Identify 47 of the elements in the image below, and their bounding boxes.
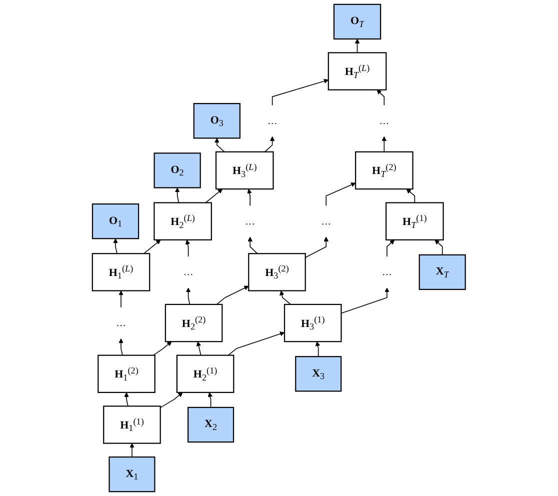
arrow — [386, 240, 395, 257]
node-text: … — [379, 115, 390, 126]
arrow — [228, 332, 285, 356]
arrow — [118, 290, 124, 308]
arrow — [305, 236, 329, 258]
arrow — [316, 341, 320, 357]
arrow — [214, 138, 225, 152]
node-box: X$_{2}$ — [188, 406, 234, 443]
arrow — [326, 182, 356, 206]
arrow — [406, 188, 416, 204]
node-box: O$_{T}$ — [334, 4, 382, 40]
arrow — [160, 392, 183, 408]
arrow — [118, 338, 124, 356]
node-text: … — [382, 266, 392, 278]
arrow — [113, 238, 118, 254]
node-box: O$_{1}$ — [92, 203, 140, 240]
arrow — [247, 188, 252, 206]
arrow — [153, 341, 172, 356]
arrow — [280, 290, 292, 305]
arrow — [130, 443, 135, 458]
node-text: … — [321, 216, 332, 227]
arrow — [376, 90, 385, 106]
node-box: X$_{T}$ — [418, 254, 466, 290]
arrow — [216, 286, 249, 305]
arrow — [208, 392, 213, 408]
node-text: … — [184, 266, 194, 278]
arrow — [272, 78, 329, 106]
arrow — [124, 392, 130, 407]
arrow — [248, 236, 258, 254]
arrow — [144, 240, 161, 254]
node-box: O$_{3}$ — [193, 103, 241, 139]
arrow — [205, 188, 223, 204]
node-text: … — [268, 115, 278, 126]
arrow — [340, 288, 390, 314]
node-text: … — [245, 216, 256, 227]
arrow — [196, 341, 202, 356]
node-box: O$_{2}$ — [154, 152, 202, 188]
node-box: X$_{3}$ — [295, 356, 342, 392]
node-text: … — [116, 317, 126, 328]
arrow — [355, 38, 360, 54]
arrow — [264, 136, 275, 152]
arrow — [434, 240, 443, 256]
arrow — [186, 288, 191, 305]
arrow — [186, 240, 190, 257]
arrow — [175, 188, 180, 204]
node-box: X$_{1}$ — [108, 456, 156, 492]
arrow — [382, 136, 387, 152]
